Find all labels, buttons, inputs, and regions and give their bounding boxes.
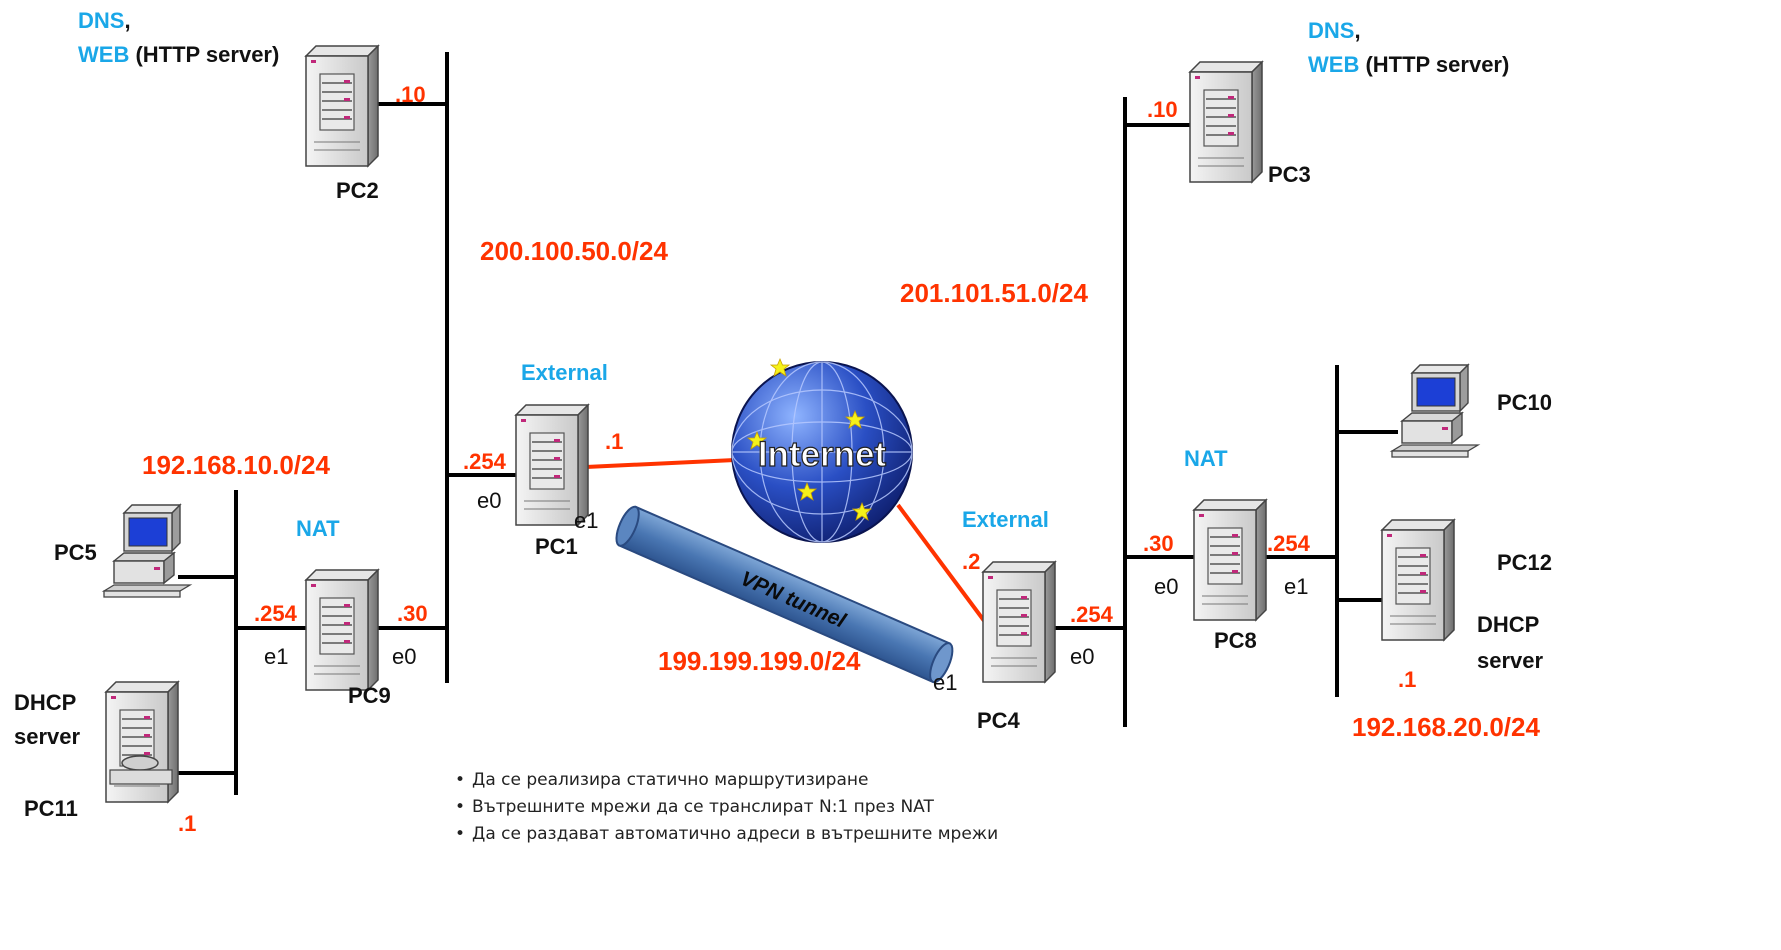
note-dhcp: Да се раздават автоматично адреси в вътр… [455,824,998,844]
pc8-e1-address: .254 [1267,531,1310,556]
pc8-e0-address: .30 [1143,531,1174,556]
wan-link-pc4 [896,503,987,624]
pc8-server-icon [1193,499,1267,621]
dns-comma: , [124,8,131,33]
network-201-101-51-label: 201.101.51.0/24 [900,278,1088,308]
pc2-address: .10 [395,82,426,107]
pc1-e1-label: e1 [574,508,599,533]
pc9-server-icon [305,569,379,691]
dns-label: DNS [78,8,125,33]
pc1-external-label: External [521,360,608,385]
network-192-168-20-label: 192.168.20.0/24 [1352,712,1540,742]
pc3-role-web: WEB (HTTP server) [1308,52,1509,78]
dns-label: DNS [1308,18,1355,43]
http-server-label: (HTTP server) [135,42,280,67]
pc8-e0-label: e0 [1154,574,1179,599]
pc11-name: PC11 [24,796,78,821]
pc11-address: .1 [178,811,197,836]
network-lines [178,52,1398,795]
pc10-workstation-icon [1391,364,1479,458]
pc4-name: PC4 [977,708,1020,733]
pc9-e0-address: .30 [397,601,428,626]
pc4-e1-address: .2 [962,549,981,574]
pc1-e0-address: .254 [463,449,506,474]
pc4-external-label: External [962,507,1049,532]
pc12-name: PC12 [1497,550,1553,575]
pc11-dhcp-label: DHCP [14,690,77,715]
internet-cloud-icon: Internet [731,358,913,543]
web-label: WEB [78,42,130,67]
pc9-e1-address: .254 [254,601,297,626]
network-192-168-10-label: 192.168.10.0/24 [142,450,330,480]
pc8-nat-label: NAT [1184,446,1228,471]
pc9-e0-label: e0 [392,644,417,669]
pc10-name: PC10 [1497,390,1553,415]
pc2-role-dns: DNS, [78,8,131,34]
pc11-server-label: server [14,724,81,749]
pc3-name: PC3 [1268,162,1311,187]
pc9-name: PC9 [348,683,391,708]
pc12-server-icon [1381,519,1455,641]
internet-label: Internet [758,435,887,474]
pc12-dhcp-label: DHCP [1477,612,1540,637]
pc1-e0-label: e0 [477,488,502,513]
pc12-server-label: server [1477,648,1544,673]
pc8-name: PC8 [1214,628,1257,653]
pc9-nat-label: NAT [296,516,340,541]
wan-link-pc1 [585,458,736,469]
pc2-name: PC2 [336,178,379,203]
pc1-server-icon [515,404,589,526]
pc4-server-icon [982,561,1056,683]
dns-comma: , [1354,18,1361,43]
pc1-name: PC1 [535,534,578,559]
web-label: WEB [1308,52,1360,77]
pc4-e1-label: e1 [933,670,958,695]
pc3-address: .10 [1147,97,1178,122]
pc5-name: PC5 [54,540,97,565]
pc3-role-dns: DNS, [1308,18,1361,44]
note-static-routing: Да се реализира статично маршрутизиране [455,770,868,790]
pc12-address: .1 [1398,667,1417,692]
pc5-workstation-icon [103,504,191,598]
http-server-label: (HTTP server) [1365,52,1510,77]
pc11-dhcp-server-icon [105,681,179,803]
pc3-server-icon [1189,61,1263,183]
note-nat-translation: Вътрешните мрежи да се транслират N:1 пр… [455,797,934,817]
network-200-100-50-label: 200.100.50.0/24 [480,236,668,266]
pc8-e1-label: e1 [1284,574,1309,599]
pc9-e1-label: e1 [264,644,289,669]
pc4-e0-label: e0 [1070,644,1095,669]
pc2-role-web: WEB (HTTP server) [78,42,279,68]
pc2-server-icon [305,45,379,167]
network-199-199-199-label: 199.199.199.0/24 [658,646,861,676]
pc4-e0-address: .254 [1070,602,1113,627]
pc1-e1-address: .1 [605,429,624,454]
